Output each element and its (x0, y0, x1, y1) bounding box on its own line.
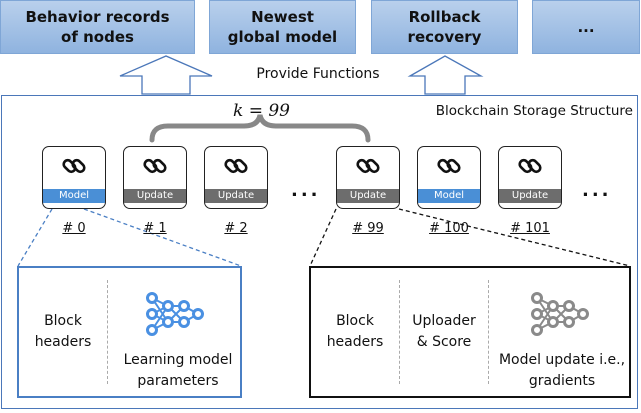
k-value-label: k = 99 (233, 101, 290, 121)
chain-link-icon (437, 158, 461, 174)
block-band: Model (418, 189, 480, 203)
block-2: Update (204, 146, 268, 209)
ellipsis-middle: ... (291, 180, 321, 201)
uploader-score-label: Uploader & Score (412, 313, 476, 350)
neural-network-icon (146, 292, 204, 336)
chain-link-icon (143, 158, 167, 174)
block-label: # 0 (62, 221, 86, 236)
block-headers-label: Block headers (34, 313, 92, 350)
update-block-detail: Block headers Uploader & Score Model upd… (309, 266, 631, 398)
chain-link-icon (518, 158, 542, 174)
block-band: Update (124, 189, 186, 203)
chain-link-icon (62, 158, 86, 174)
function-box-behavior-records: Behavior records of nodes (0, 0, 195, 54)
block-99: Update (336, 146, 400, 209)
block-0: Model (42, 146, 106, 209)
function-box-label: Newest global model (227, 8, 338, 46)
model-block-detail: Block headers Learning model parameters (17, 266, 242, 398)
block-headers-label: Block headers (326, 313, 384, 350)
function-box-more: ... (532, 0, 640, 54)
cell-divider (107, 280, 108, 384)
provide-functions-label: Provide Functions (256, 66, 380, 82)
chain-link-icon (356, 158, 380, 174)
up-arrow-right (407, 55, 484, 95)
block-100: Model (417, 146, 481, 209)
block-101: Update (498, 146, 562, 209)
function-box-label: ... (577, 18, 595, 36)
block-band: Update (337, 189, 399, 203)
block-label: # 1 (143, 221, 167, 236)
chain-link-icon (224, 158, 248, 174)
block-headers-cell: Block headers (311, 268, 399, 396)
function-box-label: Rollback recovery (407, 8, 482, 46)
block-label: # 2 (224, 221, 248, 236)
function-box-newest-model: Newest global model (209, 0, 356, 54)
function-box-label: Behavior records of nodes (25, 8, 170, 46)
block-1: Update (123, 146, 187, 209)
block-band: Model (43, 189, 105, 203)
up-arrow-left (119, 55, 213, 95)
blockchain-storage-frame (1, 95, 638, 409)
ellipsis-right: ... (582, 180, 612, 201)
uploader-score-cell: Uploader & Score (400, 268, 488, 396)
block-label: # 99 (352, 221, 384, 236)
model-update-label: Model update i.e., gradients (498, 352, 626, 389)
block-label: # 100 (429, 221, 469, 236)
block-headers-cell: Block headers (19, 268, 107, 396)
cell-divider (488, 280, 489, 384)
provide-arrows (119, 55, 484, 95)
block-band: Update (499, 189, 561, 203)
cell-divider (399, 280, 400, 384)
function-box-rollback: Rollback recovery (371, 0, 518, 54)
neural-network-icon (531, 292, 589, 336)
block-label: # 101 (510, 221, 550, 236)
storage-title: Blockchain Storage Structure (435, 103, 633, 119)
learning-model-parameters-label: Learning model parameters (123, 352, 233, 389)
block-band: Update (205, 189, 267, 203)
